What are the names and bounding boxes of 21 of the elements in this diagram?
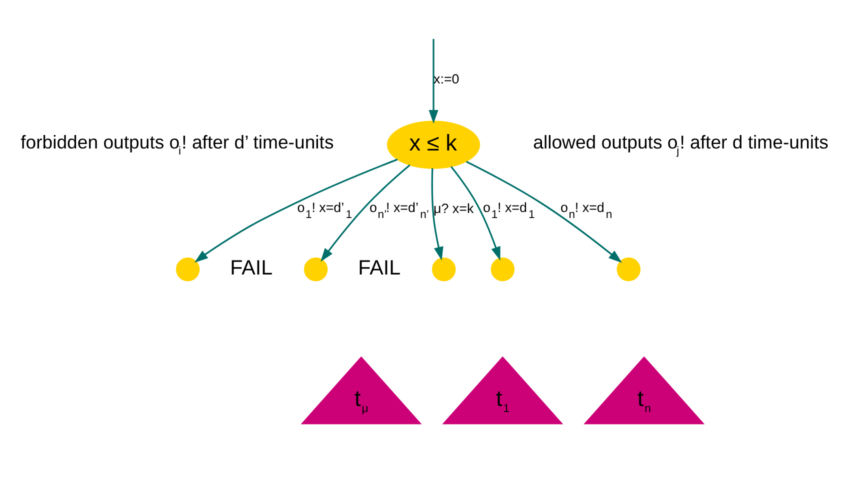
edge-label: o$_{1}$! x=d$_{1}$: [483, 199, 535, 220]
label: allowed outputs o$_{j}$! after d time-units: [533, 130, 828, 157]
node-label: FAIL: [358, 256, 401, 280]
arrow: [466, 160, 622, 262]
edge-label: o$_{n}$! x=d$_{n}$: [560, 199, 612, 220]
node-circle: [176, 256, 200, 281]
node-label: FAIL: [230, 256, 273, 280]
edge-label: μ? x=k: [434, 200, 474, 216]
node-circle: [432, 256, 456, 281]
node-circle: [490, 256, 515, 281]
arrow: [320, 164, 410, 262]
node-circle: [304, 256, 328, 281]
edge-label: o$_{1}$! x=d’$_{1}$: [297, 199, 352, 220]
arrow: [428, 38, 438, 124]
node-circle: [616, 256, 640, 281]
node-ellipse: x ≤ k: [386, 120, 480, 168]
arrow: [431, 168, 444, 260]
arrow: [450, 166, 500, 260]
label: forbidden outputs o$_{i}$! after d’ time-units: [20, 130, 334, 157]
arrow: [194, 158, 398, 262]
edge-label: o$_{n’}$! x=d’$_{n’}$: [370, 199, 429, 220]
